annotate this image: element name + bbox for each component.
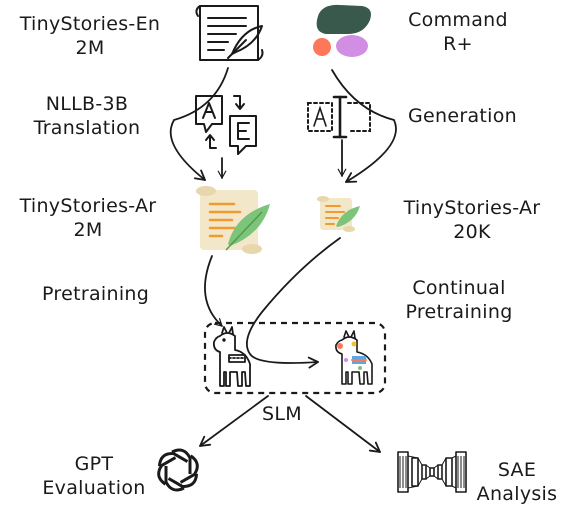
continual-pretraining-word: Pretraining — [405, 301, 513, 323]
text-cursor-icon — [307, 95, 371, 139]
slm-box — [203, 321, 387, 395]
command-r-version: R+ — [443, 33, 473, 55]
gpt-evaluation-label: GPT Evaluation — [38, 452, 150, 500]
arrow-slm-to-sae — [305, 395, 381, 453]
arrow-en-to-ar — [169, 67, 229, 181]
llama-icon — [212, 326, 251, 387]
pretraining-label: Pretraining — [42, 283, 150, 305]
tinystories-en-name: TinyStories-En — [19, 13, 161, 35]
arrow-slm-to-gpt — [199, 395, 269, 447]
continual-word: Continual — [412, 277, 506, 299]
flow-arrows — [169, 67, 397, 453]
translation-step: Translation — [33, 117, 141, 139]
continual-pretraining-label: Continual Pretraining — [394, 276, 524, 324]
scroll-icon-large — [196, 186, 270, 254]
tinystories-ar-20k-name: TinyStories-Ar — [403, 197, 541, 219]
translate-icon — [195, 95, 257, 155]
translation-model: NLLB-3B — [45, 93, 129, 115]
arrow-pretraining — [204, 255, 223, 327]
openai-logo — [157, 448, 199, 492]
tinystories-ar-20k-label: TinyStories-Ar 20K — [384, 196, 560, 244]
command-r-logo — [313, 4, 371, 57]
tinystories-ar-20k-size: 20K — [453, 221, 491, 243]
command-r-label: Command R+ — [398, 8, 518, 56]
scroll-icon-small — [317, 196, 360, 232]
generation-label: Generation — [408, 105, 517, 127]
tinystories-en-label: TinyStories-En 2M — [2, 12, 178, 60]
document-quill-icon — [195, 5, 264, 61]
tinystories-ar-2m-size: 2M — [73, 219, 103, 241]
command-r-name: Command — [408, 9, 508, 31]
decorated-llama-icon — [335, 330, 373, 385]
arrow-command-to-ar20k — [331, 69, 397, 183]
autoencoder-icon — [397, 451, 467, 493]
slm-label: SLM — [262, 403, 302, 425]
sae-analysis-label: SAE Analysis — [470, 458, 564, 506]
sae-word: SAE — [497, 459, 537, 481]
tinystories-ar-2m-label: TinyStories-Ar 2M — [0, 194, 176, 242]
translation-label: NLLB-3B Translation — [14, 92, 160, 140]
analysis-word: Analysis — [476, 483, 558, 505]
tinystories-en-size: 2M — [75, 37, 105, 59]
tinystories-ar-2m-name: TinyStories-Ar — [19, 195, 157, 217]
gpt-word: GPT — [74, 453, 114, 475]
evaluation-word: Evaluation — [42, 477, 146, 499]
arrow-continual — [246, 237, 341, 369]
